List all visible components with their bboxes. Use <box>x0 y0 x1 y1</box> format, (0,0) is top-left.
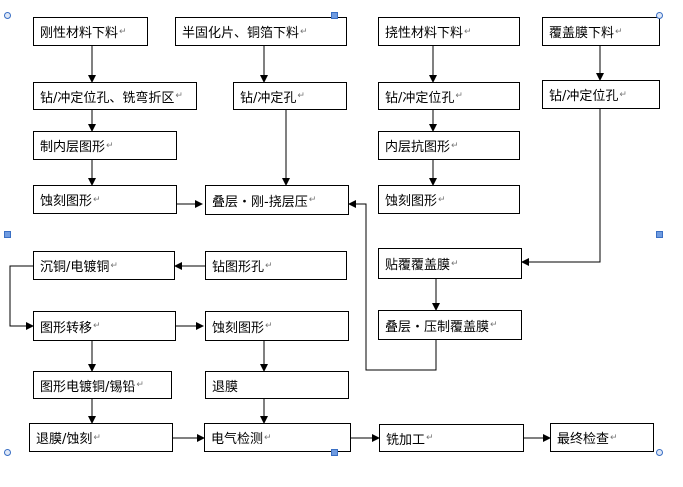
paragraph-mark: ↵ <box>426 433 434 443</box>
box-prepreg-copper-cutting: 半固化片、铜箔下料↵ <box>175 17 347 46</box>
box-label: 最终检查 <box>557 432 610 447</box>
paragraph-mark: ↵ <box>464 26 472 37</box>
box-label: 覆盖膜下料 <box>549 26 615 41</box>
box-label: 电气检测 <box>211 432 264 447</box>
box-label: 叠层・压制覆盖膜 <box>385 319 490 335</box>
box-label: 蚀刻图形 <box>40 194 93 209</box>
box-inner-layer-pattern: 制内层图形↵ <box>33 131 177 160</box>
arrow-b8-b16 <box>521 109 601 266</box>
paragraph-mark: ↵ <box>619 89 627 100</box>
box-strip-film: 退膜 <box>205 371 349 399</box>
paragraph-mark: ↵ <box>455 91 463 101</box>
paragraph-mark: ↵ <box>93 194 101 205</box>
box-final-inspection: 最终检查↵ <box>550 423 654 452</box>
paragraph-mark: ↵ <box>451 140 459 151</box>
box-label: 钻/冲定孔 <box>240 90 297 106</box>
paragraph-mark: ↵ <box>297 91 305 101</box>
box-label: 铣加工 <box>386 432 426 448</box>
box-milling: 铣加工↵ <box>379 424 524 452</box>
box-label: 刚性材料下料 <box>40 26 119 41</box>
paragraph-mark: ↵ <box>308 195 317 205</box>
box-rigid-material-cutting: 刚性材料下料↵ <box>33 17 148 46</box>
box-label: 图形电镀铜/锡铅 <box>40 379 136 395</box>
box-stack-rigid-flex-press: 叠层・刚-挠层压↵ <box>205 185 349 215</box>
paragraph-mark: ↵ <box>451 258 459 269</box>
box-label: 钻/冲定位孔、铣弯折区 <box>40 90 175 106</box>
box-pattern-transfer: 图形转移↵ <box>33 311 176 341</box>
resize-handle-top-center[interactable] <box>331 12 338 19</box>
box-attach-coverlay: 贴覆覆盖膜↵ <box>378 248 522 279</box>
box-label: 蚀刻图形 <box>212 320 265 336</box>
box-label: 贴覆覆盖膜 <box>385 258 451 273</box>
box-pattern-plating: 图形电镀铜/锡铅↵ <box>33 371 172 399</box>
paragraph-mark: ↵ <box>300 26 308 37</box>
box-label: 钻/冲定位孔 <box>549 89 619 104</box>
box-label: 钻图形孔 <box>212 260 265 275</box>
box-label: 挠性材料下料 <box>385 26 464 41</box>
resize-handle-bottom-center[interactable] <box>331 449 338 456</box>
resize-handle-top-right[interactable] <box>656 12 663 19</box>
box-drill-pattern-hole: 钻图形孔↵ <box>205 251 347 280</box>
paragraph-mark: ↵ <box>490 320 498 330</box>
resize-handle-bottom-right[interactable] <box>656 449 663 456</box>
resize-handle-middle-right[interactable] <box>656 231 663 238</box>
box-label: 钻/冲定位孔 <box>385 90 455 106</box>
paragraph-mark: ↵ <box>136 380 144 390</box>
paragraph-mark: ↵ <box>615 26 623 37</box>
paragraph-mark: ↵ <box>119 26 127 37</box>
box-label: 内层抗图形 <box>385 140 451 155</box>
paragraph-mark: ↵ <box>610 432 618 443</box>
resize-handle-bottom-left[interactable] <box>4 449 11 456</box>
box-label: 制内层图形 <box>40 140 106 155</box>
arrow-b14-b17 <box>9 265 34 330</box>
box-drill-fix-hole: 钻/冲定孔↵ <box>233 82 347 110</box>
paragraph-mark: ↵ <box>93 321 101 331</box>
box-drill-locating-coverlay: 钻/冲定位孔↵ <box>542 80 660 109</box>
box-drill-locating-flex: 钻/冲定位孔↵ <box>378 82 520 110</box>
box-etch-pattern-outer: 蚀刻图形↵ <box>205 311 349 341</box>
box-label: 蚀刻图形 <box>385 194 438 209</box>
resize-handle-top-left[interactable] <box>4 12 11 19</box>
box-inner-resist-pattern: 内层抗图形↵ <box>378 131 520 160</box>
box-label: 图形转移 <box>40 320 93 336</box>
resize-handle-middle-left[interactable] <box>4 231 11 238</box>
box-drill-locating-bend-mill: 钻/冲定位孔、铣弯折区↵ <box>33 82 197 110</box>
paragraph-mark: ↵ <box>265 260 273 271</box>
box-coverlay-cutting: 覆盖膜下料↵ <box>542 17 660 46</box>
box-label: 半固化片、铜箔下料 <box>182 26 300 41</box>
paragraph-mark: ↵ <box>175 91 183 101</box>
box-stack-press-coverlay: 叠层・压制覆盖膜↵ <box>378 310 522 340</box>
paragraph-mark: ↵ <box>106 140 114 151</box>
box-label: 退膜 <box>212 379 239 395</box>
paragraph-mark: ↵ <box>264 432 272 443</box>
box-etch-pattern-flex: 蚀刻图形↵ <box>378 185 520 214</box>
paragraph-mark: ↵ <box>265 321 273 331</box>
paragraph-mark: ↵ <box>438 194 446 205</box>
arrow-b19-b12 <box>348 200 437 371</box>
paragraph-mark: ↵ <box>110 260 118 271</box>
paragraph-mark: ↵ <box>93 432 101 443</box>
box-electroless-copper: 沉铜/电镀铜↵ <box>33 251 175 280</box>
box-label: 沉铜/电镀铜 <box>40 260 110 275</box>
box-flex-material-cutting: 挠性材料下料↵ <box>378 17 520 46</box>
box-strip-etch: 退膜/蚀刻↵ <box>29 423 173 452</box>
box-electrical-test: 电气检测↵ <box>204 423 351 452</box>
box-etch-pattern-rigid: 蚀刻图形↵ <box>33 185 177 214</box>
box-label: 退膜/蚀刻 <box>36 432 93 447</box>
box-label: 叠层・刚-挠层压 <box>212 194 308 210</box>
